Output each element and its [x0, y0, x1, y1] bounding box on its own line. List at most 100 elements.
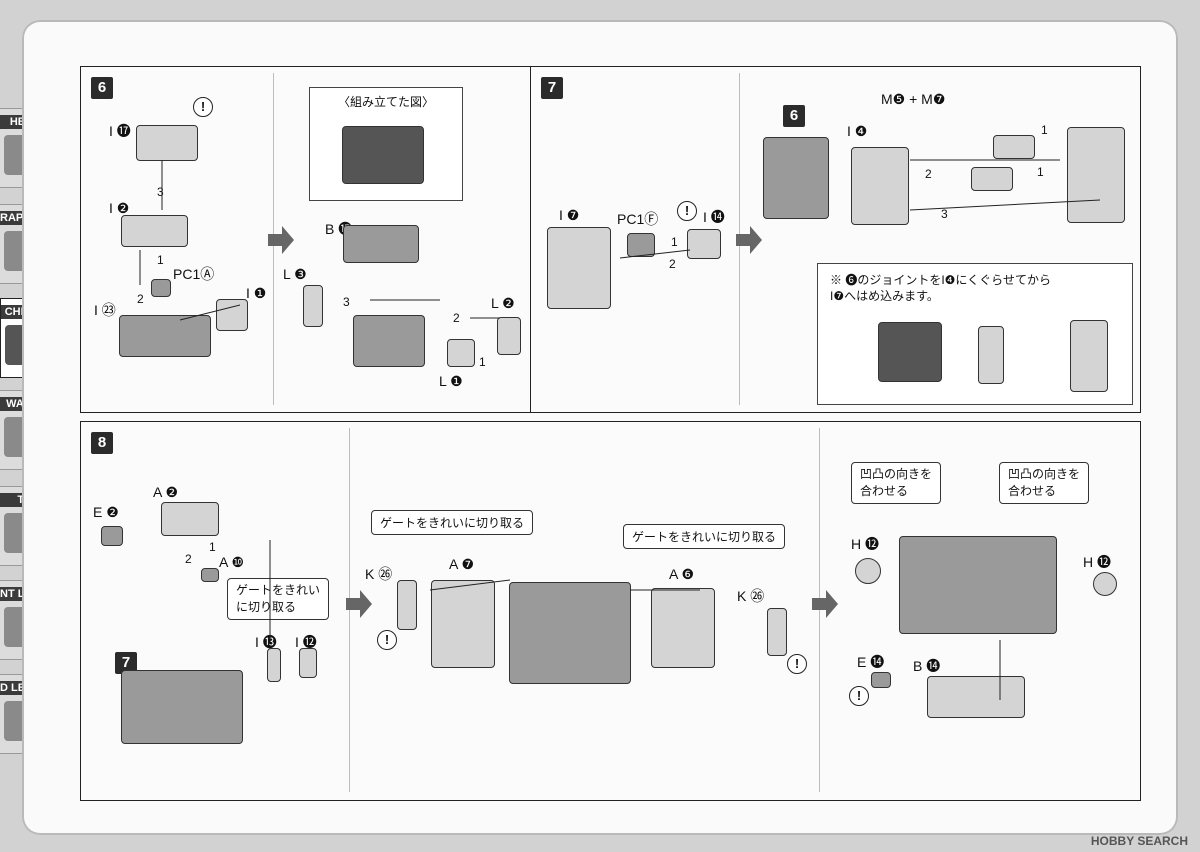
- part-l2: [497, 317, 521, 355]
- part-m7: [971, 167, 1013, 191]
- seq-label: 2: [453, 311, 460, 325]
- part-label-i1: I ❶: [246, 285, 267, 301]
- subassembly-ref-7: 7: [115, 652, 137, 674]
- part-b14: [927, 676, 1025, 718]
- part-chest-core: [353, 315, 425, 367]
- part-label-k26-right: K ㉖: [737, 588, 765, 604]
- assembly-guide-line: [429, 579, 511, 591]
- note-text: ※ ❻のジョイントをI❹にくぐらせてから I❼へはめ込みます。: [830, 273, 1051, 303]
- part-label-i23: I ㉓: [94, 302, 116, 318]
- caution-icon: !: [677, 201, 697, 221]
- seq-label: 1: [209, 540, 216, 554]
- note-box: ※ ❻のジョイントをI❹にくぐらせてから I❼へはめ込みます。: [817, 263, 1133, 405]
- part-label-a6: A ❻: [669, 566, 695, 582]
- assembled-view-box: 〈組み立てた図〉: [309, 87, 463, 201]
- subassembly-6: [763, 137, 829, 219]
- step6-panel: 6 ! I ⓱ 3 I ❷ 1 PC1Ⓐ 2 I ㉓ I ❶ 〈組み立てた図〉 …: [80, 66, 532, 413]
- part-label-pc1a: PC1Ⓐ: [173, 266, 215, 282]
- part-label-m5m7: M❺ + M❼: [881, 91, 946, 107]
- part-i13: [267, 648, 281, 682]
- note-part-i4: [978, 326, 1004, 384]
- step8-number: 8: [91, 432, 113, 454]
- next-arrow-icon: [346, 590, 372, 618]
- gate-cut-note: ゲートをきれい に切り取る: [227, 578, 330, 620]
- part-e2: [101, 526, 123, 546]
- caution-icon: !: [377, 630, 397, 650]
- part-label-b14: B ⓮: [913, 658, 941, 674]
- part-h12-right: [1093, 572, 1117, 596]
- part-i4: [851, 147, 909, 225]
- seq-label: 3: [941, 207, 948, 221]
- seq-label: 3: [157, 185, 164, 199]
- step7-panel: 7 I ❼ PC1Ⓕ ! I ⓮ 1 2 6 I ❹ 2 3 M❺ + M❼ 1…: [530, 66, 1141, 413]
- step6-number: 6: [91, 77, 113, 99]
- next-arrow-icon: [812, 590, 838, 618]
- seq-label: 2: [669, 257, 676, 271]
- part-i7-frame: [1067, 127, 1125, 223]
- seq-label: 2: [925, 167, 932, 181]
- part-i2: [121, 215, 188, 247]
- part-label-e14: E ⓮: [857, 654, 885, 670]
- seq-label: 2: [137, 292, 144, 306]
- seq-label: 1: [479, 355, 486, 369]
- seq-label: 1: [671, 235, 678, 249]
- part-label-i4: I ❹: [847, 123, 868, 139]
- part-a6: [651, 588, 715, 668]
- seq-label: 3: [343, 295, 350, 309]
- next-arrow-icon: [736, 226, 762, 254]
- seq-label: 2: [185, 552, 192, 566]
- part-i7: [547, 227, 611, 309]
- part-label-i2: I ❷: [109, 200, 130, 216]
- part-label-h12-left: H ⓬: [851, 536, 879, 552]
- caution-icon: !: [787, 654, 807, 674]
- gate-cut-note-left: ゲートをきれいに切り取る: [371, 510, 534, 535]
- part-k26-left: [397, 580, 417, 630]
- step7-number: 7: [541, 77, 563, 99]
- part-label-i12: I ⓬: [295, 634, 317, 650]
- assembly-guide-line: [909, 199, 1101, 211]
- caution-icon: !: [193, 97, 213, 117]
- gate-cut-note-right: ゲートをきれいに切り取る: [623, 524, 786, 549]
- part-label-e2: E ❷: [93, 504, 119, 520]
- part-label-h12-right: H ⓬: [1083, 554, 1111, 570]
- part-label-a2: A ❷: [153, 484, 179, 500]
- part-e14: [871, 672, 891, 688]
- hobbysearch-watermark: HOBBY SEARCH: [1090, 834, 1188, 848]
- part-b17: [343, 225, 419, 263]
- next-arrow-icon: [268, 226, 294, 254]
- seq-label: 1: [1041, 123, 1048, 137]
- chest-core-assembly: [509, 582, 631, 684]
- part-label-l1: L ❶: [439, 373, 463, 389]
- part-i14: [687, 229, 721, 259]
- seq-label: 1: [157, 253, 164, 267]
- step8-panel: 8 E ❷ A ❷ 2 1 A ❿ ゲートをきれい に切り取る I ⓭ I ⓬ …: [80, 421, 1141, 801]
- seq-label: 1: [1037, 165, 1044, 179]
- part-a2: [161, 502, 219, 536]
- part-m5: [993, 135, 1035, 159]
- part-pc1a: [151, 279, 171, 297]
- part-label-l3: L ❸: [283, 266, 307, 282]
- assembled-view-title: 〈組み立てた図〉: [338, 95, 435, 109]
- part-label-k26-left: K ㉖: [365, 566, 393, 582]
- part-a10: [201, 568, 219, 582]
- part-label-a10: A ❿: [219, 554, 245, 570]
- part-pc1f: [627, 233, 655, 257]
- assembly-guide-line: [179, 304, 241, 321]
- subassembly-ref-6: 6: [783, 105, 805, 127]
- align-note-right: 凹凸の向きを 合わせる: [999, 462, 1090, 504]
- assembled-chest: [899, 536, 1057, 634]
- part-label-a7: A ❼: [449, 556, 475, 572]
- part-l3: [303, 285, 323, 327]
- part-i17: [136, 125, 198, 161]
- note-part-i7: [1070, 320, 1108, 392]
- assembled-view-part: [342, 126, 424, 184]
- part-a7: [431, 580, 495, 668]
- part-i1: [216, 299, 248, 331]
- part-i23: [119, 315, 211, 357]
- note-part-joint: [878, 322, 942, 382]
- subassembly-7: [121, 670, 243, 744]
- part-label-i13: I ⓭: [255, 634, 277, 650]
- part-label-i7: I ❼: [559, 207, 580, 223]
